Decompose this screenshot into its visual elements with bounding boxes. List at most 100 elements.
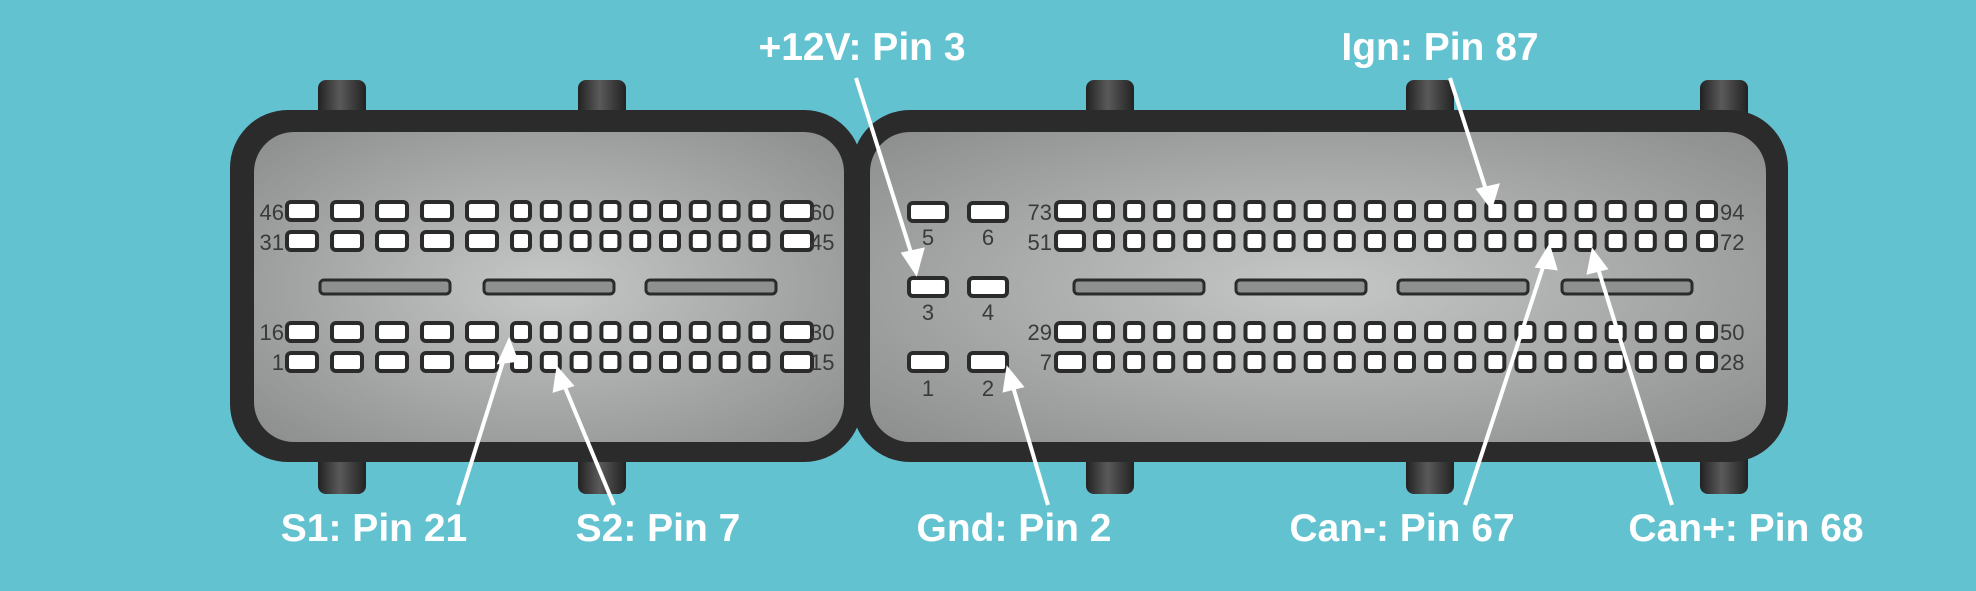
arrow-s2 [552, 365, 616, 506]
pin-number-label: 7 [1040, 350, 1052, 375]
pin-cavity [1696, 321, 1718, 343]
callout-labels: +12V: Pin 3 Ign: Pin 87 S1: Pin 21 S2: P… [281, 26, 1864, 550]
arrow-can-minus [1463, 243, 1558, 506]
pin-cavity [375, 351, 409, 373]
pin-cavity [510, 230, 532, 252]
pin-cavity [907, 201, 949, 223]
pin-number-label: 73 [1028, 200, 1052, 225]
pin-cavity [465, 230, 499, 252]
pin-cavity [688, 351, 711, 373]
pin-cavity [1604, 230, 1627, 252]
pin-cavity [1303, 200, 1326, 222]
callout-ign-label: Ign: Pin 87 [1341, 26, 1538, 69]
pin-cavity [599, 230, 622, 252]
pin-cavity [465, 321, 499, 343]
pin-cavity [1574, 200, 1597, 222]
pin-cavity [1394, 200, 1416, 222]
pin-cavity [330, 321, 364, 343]
pin-cavity [688, 200, 711, 222]
pin-number-label: 31 [260, 230, 284, 255]
pin-cavity [1363, 200, 1386, 222]
pin-cavity [1123, 230, 1146, 252]
pin-cavity [1363, 321, 1386, 343]
pin-cavity [629, 230, 652, 252]
pin-cavity [465, 200, 499, 222]
pin-cavity [1363, 230, 1386, 252]
keying-slot [318, 278, 452, 296]
pin-cavity [569, 230, 592, 252]
pin-cavity [285, 230, 319, 252]
pin-cavity [1363, 351, 1386, 373]
right-row-labels: 73 94 51 72 29 50 7 28 [1028, 200, 1745, 375]
pin-number-label: 94 [1720, 200, 1744, 225]
pin-cavity [718, 200, 741, 222]
pin-cavity [375, 230, 409, 252]
pin-cavity [285, 351, 319, 373]
pin-cavity [1183, 200, 1206, 222]
pin-cavity [967, 351, 1009, 373]
pin-cavity [748, 200, 771, 222]
pin-cavity [539, 200, 562, 222]
pin-cavity [1394, 321, 1416, 343]
pin-cavity [780, 200, 814, 222]
pin-cavity [748, 351, 771, 373]
pin-cavity [510, 321, 532, 343]
callout-can-plus-label: Can+: Pin 68 [1628, 507, 1863, 550]
pin-cavity [420, 351, 454, 373]
pin-number-label: 1 [922, 376, 934, 401]
pin-cavity [1213, 200, 1236, 222]
pin-number-label: 46 [260, 200, 284, 225]
pin-cavity [1604, 200, 1627, 222]
pin-cavity [1544, 200, 1567, 222]
pin-cavity [1213, 351, 1236, 373]
pin-cavity [907, 351, 949, 373]
arrow-gnd [1002, 365, 1050, 506]
arrow-can-plus [1586, 247, 1674, 506]
pin-cavity [1394, 351, 1416, 373]
pin-cavity [1273, 230, 1296, 252]
pin-cavity [780, 321, 814, 343]
power-pin-labels: 5 6 3 4 1 2 [922, 225, 994, 401]
pin-cavity [1514, 351, 1537, 373]
pin-cavity [1153, 200, 1176, 222]
pin-number-label: 5 [922, 225, 934, 250]
left-row-labels: 46 60 31 45 16 30 1 15 [260, 200, 835, 375]
pin-cavity [285, 200, 319, 222]
pin-number-label: 2 [982, 376, 994, 401]
pin-cavity [510, 200, 532, 222]
pin-cavity [1093, 351, 1115, 373]
pin-cavity [1153, 351, 1176, 373]
pin-cavity [718, 351, 741, 373]
pin-number-label: 30 [810, 320, 834, 345]
pin-cavity [1183, 230, 1206, 252]
pin-cavity [1544, 230, 1567, 252]
arrow-ign [1448, 77, 1500, 211]
pin-cavity [1303, 230, 1326, 252]
pin-cavity [1424, 321, 1447, 343]
pin-cavity [629, 351, 652, 373]
pin-cavity [629, 200, 652, 222]
pin-number-label: 51 [1028, 230, 1052, 255]
pin-number-label: 50 [1720, 320, 1744, 345]
pin-cavity [1514, 200, 1537, 222]
pin-cavity [1093, 321, 1115, 343]
pin-cavity [539, 351, 562, 373]
pin-cavity [539, 321, 562, 343]
pin-cavity [285, 321, 319, 343]
pin-number-label: 4 [982, 300, 994, 325]
pin-number-label: 29 [1028, 320, 1052, 345]
pin-cavity [420, 230, 454, 252]
pin-cavity [1303, 351, 1326, 373]
pin-cavity [967, 201, 1009, 223]
pin-cavity [1696, 351, 1718, 373]
pin-cavity [1696, 230, 1718, 252]
pin-cavity [569, 200, 592, 222]
pin-cavity [967, 276, 1009, 298]
pin-cavity [330, 230, 364, 252]
keying-slot [1234, 278, 1368, 296]
pin-cavity [1333, 321, 1356, 343]
callout-s2-label: S2: Pin 7 [576, 507, 741, 550]
pin-cavity [1054, 321, 1086, 343]
pin-cavity [1454, 321, 1477, 343]
